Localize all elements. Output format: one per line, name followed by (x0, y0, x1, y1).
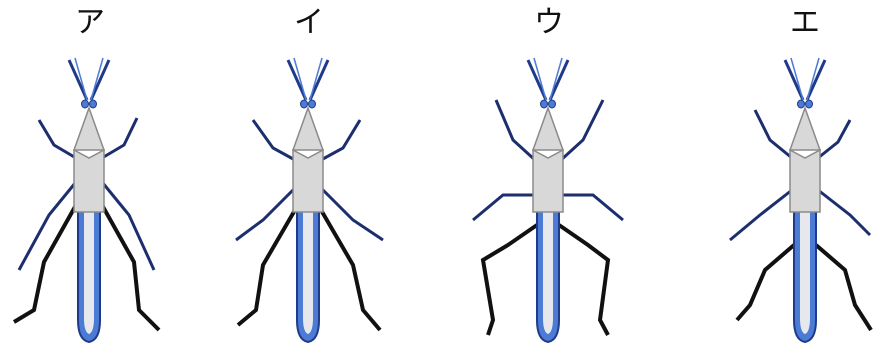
insect-c (473, 58, 623, 342)
insect-b (236, 58, 383, 342)
insect-d (730, 58, 871, 342)
insect-a (14, 58, 159, 342)
